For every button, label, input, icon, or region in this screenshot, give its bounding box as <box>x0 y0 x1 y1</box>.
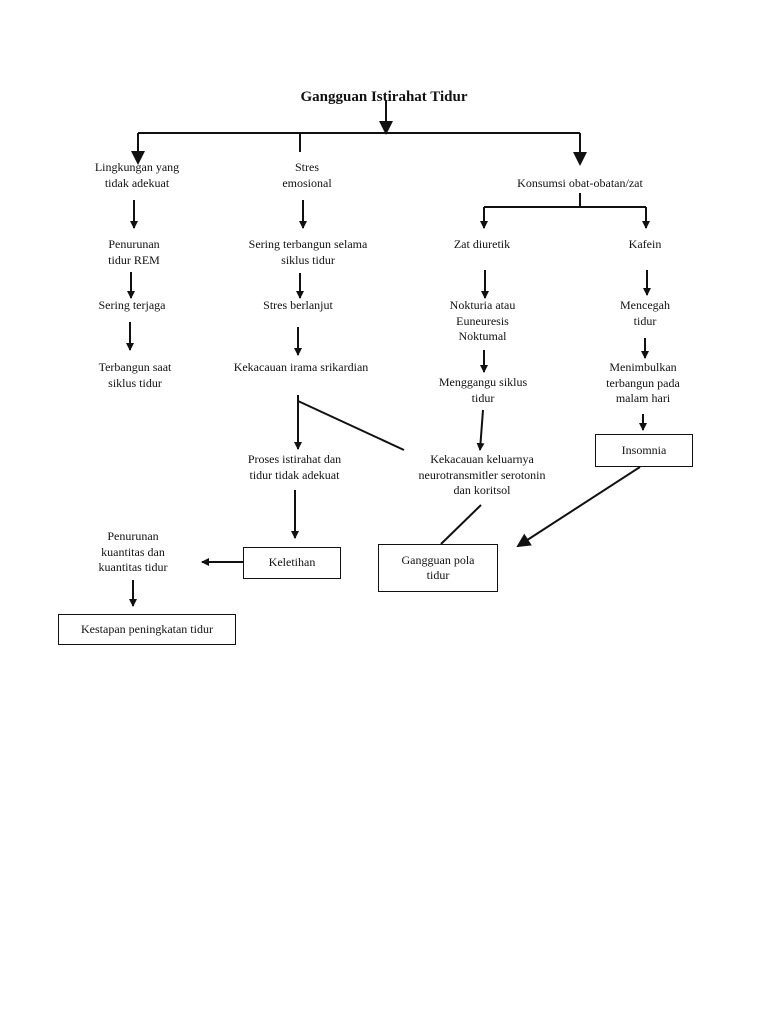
node-zat-diuretik: Zat diuretik <box>453 237 511 251</box>
node-penurunan-kuantitas: Penurunan kuantitas dan kuantitas tidur <box>98 529 168 574</box>
diagram-title: Gangguan Istirahat Tidur <box>300 89 468 105</box>
node-nokturia: Nokturia atau Euneuresis Noktumal <box>449 298 516 343</box>
node-proses-istirahat: Proses istirahat dan tidur tidak adekuat <box>247 452 342 482</box>
node-stres-berlanjut: Stres berlanjut <box>263 298 333 312</box>
node-sering-terbangun: Sering terbangun selama siklus tidur <box>248 237 368 267</box>
node-menimbulkan: Menimbulkan terbangun pada malam hari <box>606 360 680 405</box>
node-lingkungan: Lingkungan yang tidak adekuat <box>94 160 180 190</box>
arrow-insomnia-to-gangguan <box>516 466 641 548</box>
node-konsumsi-obat: Konsumsi obat-obatan/zat <box>517 176 643 190</box>
node-terbangun-siklus: Terbangun saat siklus tidur <box>98 360 172 390</box>
node-stres-emosional: Stres emosional <box>282 160 332 190</box>
node-penurunan-rem: Penurunan tidur REM <box>108 237 160 267</box>
node-mencegah-tidur: Mencegah tidur <box>620 298 670 328</box>
line-to-gangguan <box>440 504 482 545</box>
node-menggangu-siklus: Menggangu siklus tidur <box>438 375 528 405</box>
box-insomnia: Insomnia <box>595 434 693 467</box>
box-kestapan: Kestapan peningkatan tidur <box>58 614 236 645</box>
node-sering-terjaga: Sering terjaga <box>98 298 166 312</box>
node-kekacauan-irama: Kekacauan irama srikardian <box>233 360 369 374</box>
node-kekacauan-keluarnya: Kekacauan keluarnya neurotransmitler ser… <box>418 452 546 497</box>
box-gangguan-pola: Gangguan pola tidur <box>378 544 498 592</box>
arrow-c3a-3 <box>476 409 485 451</box>
node-kafein: Kafein <box>628 237 662 251</box>
diagonal-c2 <box>297 400 405 451</box>
box-keletihan: Keletihan <box>243 547 341 579</box>
